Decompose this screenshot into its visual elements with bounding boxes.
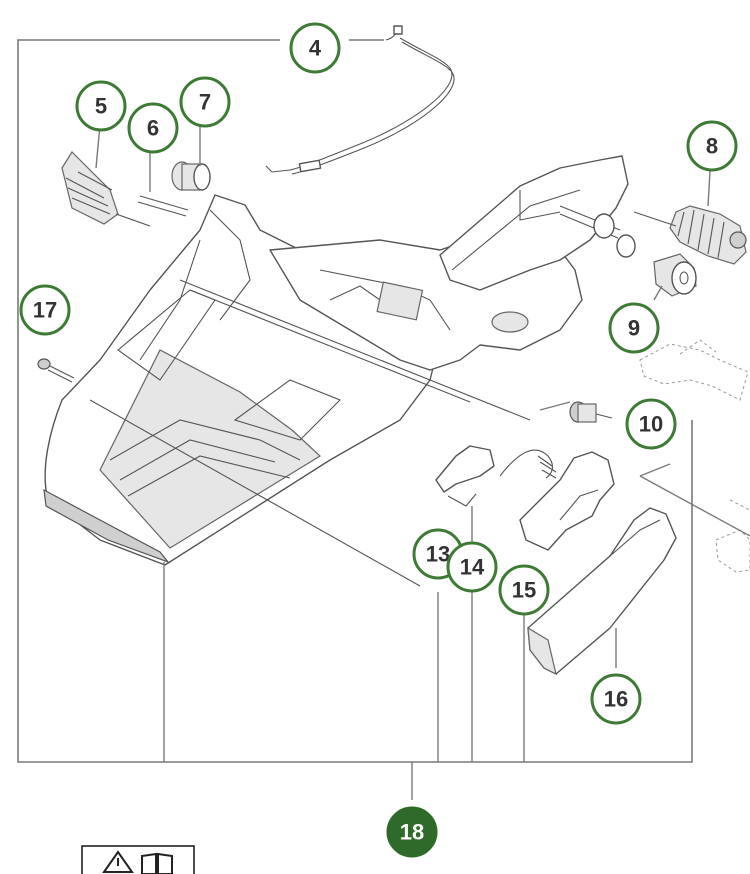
trigger-bushing-part <box>539 401 613 423</box>
callout-9-label: 9 <box>628 316 640 341</box>
screw-part <box>37 358 75 383</box>
callout-18[interactable]: 18 <box>386 806 438 858</box>
callout-17[interactable]: 17 <box>19 284 71 336</box>
rods <box>89 279 531 587</box>
open-book-icon <box>141 852 173 874</box>
left-spring-part <box>61 124 151 227</box>
handle-cover-part <box>527 507 677 676</box>
callout-18-label: 18 <box>400 820 424 845</box>
callout-8-label: 8 <box>706 134 718 159</box>
callout-17-label: 17 <box>33 298 57 323</box>
callout-6-label: 6 <box>147 116 159 141</box>
callout-10-label: 10 <box>639 412 663 437</box>
callout-16[interactable]: 16 <box>590 673 642 725</box>
callout-9[interactable]: 9 <box>608 302 660 354</box>
callout-14[interactable]: 14 <box>446 541 498 593</box>
bushing-part <box>171 124 211 191</box>
pin-part <box>137 150 189 217</box>
callout-10[interactable]: 10 <box>625 398 677 450</box>
callout-16-label: 16 <box>604 687 628 712</box>
callout-4-label: 4 <box>309 36 322 61</box>
callout-14-label: 14 <box>460 555 485 580</box>
callout-5-label: 5 <box>95 94 107 119</box>
rubber-ring-part <box>653 253 697 301</box>
trigger-parts <box>163 445 615 762</box>
top-handle-arm <box>439 155 629 291</box>
warning-triangle-icon <box>102 850 134 873</box>
callout-15-label: 15 <box>512 578 536 603</box>
cable-part <box>265 25 455 175</box>
bolt-assembly <box>559 205 636 258</box>
ghost-parts <box>639 339 750 573</box>
callout-7[interactable]: 7 <box>179 76 231 128</box>
callout-15[interactable]: 15 <box>498 564 550 616</box>
callout-13-label: 13 <box>426 542 450 567</box>
callout-8[interactable]: 8 <box>686 120 738 172</box>
callout-7-label: 7 <box>199 90 211 115</box>
assembly-frame <box>17 39 693 800</box>
callout-4[interactable]: 4 <box>289 22 341 74</box>
callout-5[interactable]: 5 <box>75 80 127 132</box>
callout-6[interactable]: 6 <box>127 102 179 154</box>
warning-manual-box <box>81 845 195 874</box>
right-spring-part <box>633 170 747 265</box>
